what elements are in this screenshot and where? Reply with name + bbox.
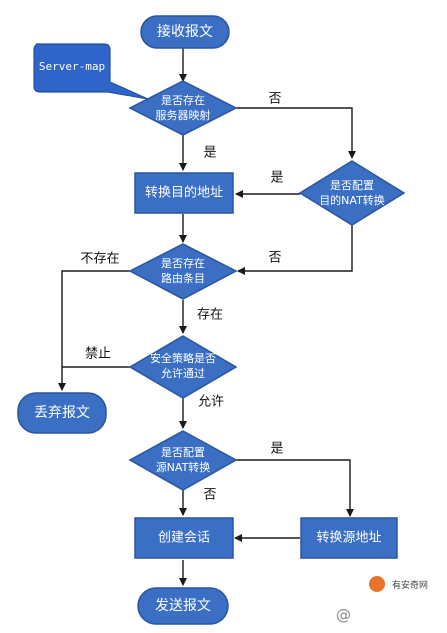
node-translate-src: 转换源地址: [300, 517, 398, 559]
label-dest-nat-no: 否: [268, 251, 281, 266]
node-send: 发送报文: [137, 587, 229, 625]
create-session-label: 创建会话: [158, 531, 210, 546]
edge-src-nat-yes-to-translate-src: [236, 459, 354, 517]
node-dest-nat-decision: 是否配置 目的NAT转换: [298, 160, 406, 226]
label-src-nat-yes: 是: [270, 442, 283, 457]
src-nat-decision-line2: 源NAT转换: [156, 460, 211, 474]
label-servermap-yes: 是: [203, 146, 216, 161]
label-dest-nat-yes: 是: [270, 171, 283, 186]
node-discard: 丢弃报文: [17, 392, 107, 434]
route-decision-line1: 是否存在: [161, 256, 205, 270]
callout-label: Server-map: [39, 60, 105, 73]
node-route-decision: 是否存在 路由条目: [128, 243, 238, 300]
server-map-callout: Server-map: [33, 43, 149, 100]
node-server-map-decision: 是否存在 服务器映射: [128, 80, 238, 136]
label-policy-allow: 允许: [198, 394, 224, 410]
watermark-brand: 有安奇网: [392, 579, 428, 591]
label-policy-deny: 禁止: [85, 347, 111, 362]
watermark-logo-icon: [369, 576, 385, 592]
node-receive: 接收报文: [140, 15, 230, 49]
node-src-nat-decision: 是否配置 源NAT转换: [128, 430, 238, 491]
watermark: 有安奇网 @: [330, 569, 441, 627]
servermap-decision-line2: 服务器映射: [156, 108, 211, 122]
src-nat-decision-line1: 是否配置: [161, 446, 205, 459]
send-label: 发送报文: [155, 598, 211, 614]
translate-src-label: 转换源地址: [316, 531, 381, 546]
node-receive-label: 接收报文: [157, 23, 213, 40]
edge-servermap-no-to-dest-nat: [236, 107, 356, 159]
dest-nat-decision-line1: 是否配置: [330, 179, 374, 192]
translate-dest-label: 转换目的地址: [145, 185, 223, 201]
discard-label: 丢弃报文: [34, 405, 90, 421]
label-route-missing: 不存在: [80, 252, 119, 267]
policy-decision-line2: 允许通过: [161, 366, 205, 380]
label-route-exists: 存在: [197, 308, 223, 323]
label-src-nat-no: 否: [203, 488, 216, 503]
node-policy-decision: 安全策略是否 允许通过: [128, 335, 238, 399]
watermark-handle: @: [336, 606, 351, 624]
edges: [58, 48, 356, 586]
edge-dest-nat-no-to-route: [237, 225, 353, 275]
servermap-decision-line1: 是否存在: [161, 93, 205, 107]
label-servermap-no: 否: [268, 92, 281, 107]
dest-nat-decision-line2: 目的NAT转换: [319, 193, 385, 207]
node-create-session: 创建会话: [134, 517, 234, 559]
edge-route-missing-to-discard: [58, 270, 130, 391]
edge-labels: 否 是 是 否 不存在 存在 禁止 允许 是 否: [80, 92, 283, 503]
route-decision-line2: 路由条目: [161, 271, 205, 285]
policy-decision-line1: 安全策略是否: [150, 351, 216, 365]
node-translate-dest: 转换目的地址: [134, 172, 234, 214]
